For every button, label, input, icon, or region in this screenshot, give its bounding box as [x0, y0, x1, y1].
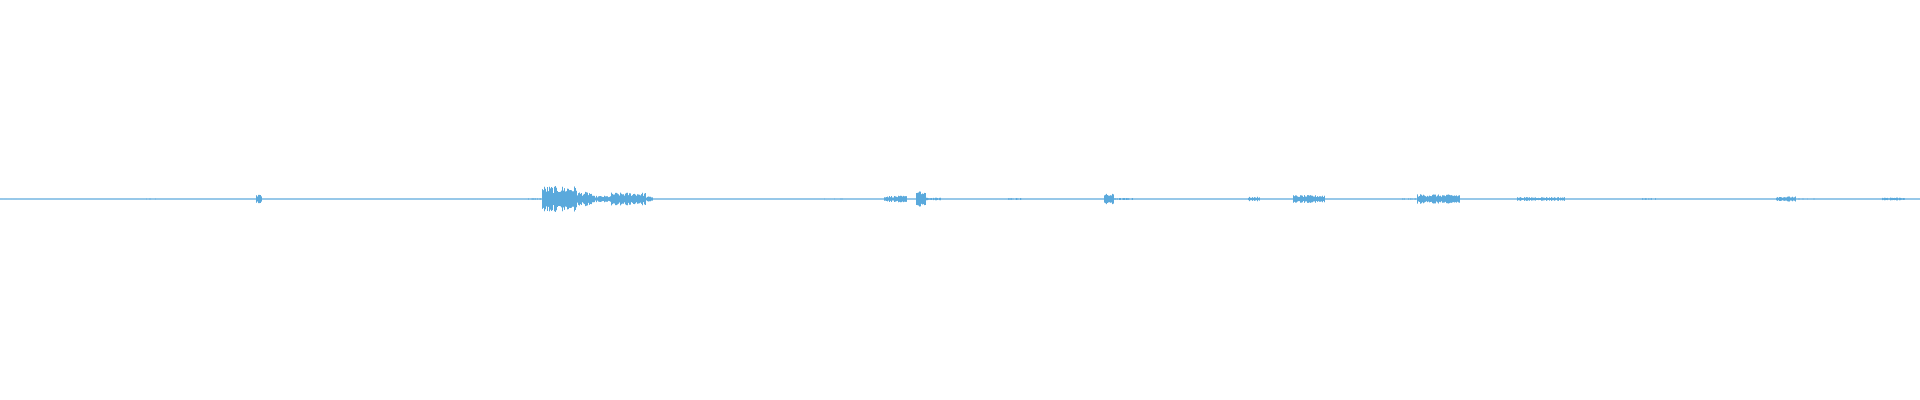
waveform-bars	[0, 186, 1920, 212]
